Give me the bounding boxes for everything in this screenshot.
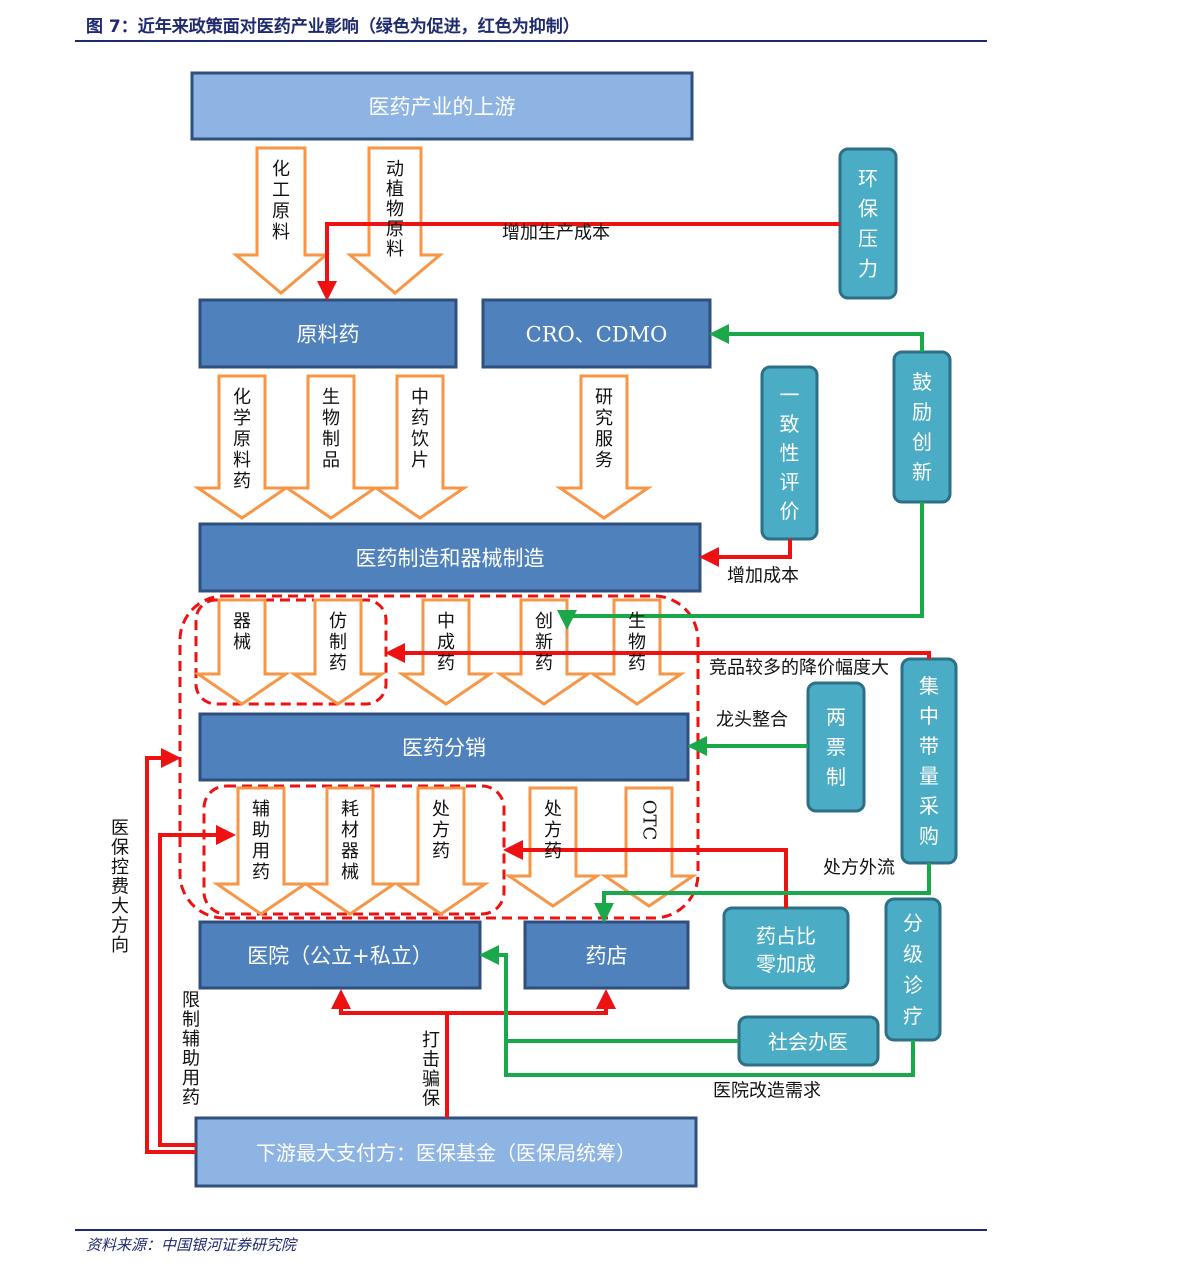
zero-markup-line1: 药占比 xyxy=(756,924,816,948)
cro-box-label: CRO、CDMO xyxy=(526,323,668,347)
label-hosp-demand: 医院改造需求 xyxy=(713,1081,821,1102)
label-fraud: 打击骗保 xyxy=(422,1030,440,1110)
arrow-chem-raw-label: 化工原料 xyxy=(272,159,290,243)
arrow-aux xyxy=(212,786,310,916)
manufacturing-box xyxy=(198,522,702,593)
arrow-device-label: 器械 xyxy=(233,611,251,653)
label-limit-aux: 限制辅助用药 xyxy=(182,990,200,1109)
cro-box xyxy=(481,298,712,369)
pharmacy-box-label: 药店 xyxy=(586,944,628,968)
policy-env-box-label: 环保压力 xyxy=(858,167,878,281)
policy-two-invoice-box-label: 两票制 xyxy=(826,705,846,789)
arrow-research-label: 研究服务 xyxy=(595,387,613,471)
api-box-label: 原料药 xyxy=(297,323,360,347)
rx-outflow-line xyxy=(594,863,931,923)
fraud-line-pharmacy xyxy=(447,989,616,1015)
env-cost-line xyxy=(317,222,840,301)
arrow-plant-raw-label: 动植物原料 xyxy=(386,159,404,260)
arrow-tcm xyxy=(371,374,469,520)
control-line xyxy=(145,748,196,1154)
policy-innovation-box-label: 鼓励创新 xyxy=(912,370,932,484)
upstream-box xyxy=(190,71,694,141)
header-rule xyxy=(75,40,987,42)
hospital-drugs-dashed-group xyxy=(202,784,506,916)
policy-zero-markup-box xyxy=(722,906,850,990)
policy-tiered-box-label: 分级诊疗 xyxy=(903,911,923,1028)
innovation-cro-line xyxy=(709,324,924,352)
arrow-chem-api xyxy=(193,374,291,520)
arrow-cpm-label: 中成药 xyxy=(437,611,455,674)
arrow-innov-label: 创新药 xyxy=(535,611,553,674)
arrow-generic xyxy=(289,598,387,706)
arrow-rx2-label: 处方药 xyxy=(544,799,562,862)
limit-aux-line xyxy=(158,825,236,1147)
arrow-consumables-label: 耗材器械 xyxy=(341,799,359,883)
zero-markup-line xyxy=(503,840,788,908)
arrow-tcm-label: 中药饮片 xyxy=(411,387,429,471)
arrow-biodrug-label: 生物药 xyxy=(628,611,646,674)
api-box xyxy=(198,298,458,369)
label-leader: 龙头整合 xyxy=(716,710,788,731)
arrow-rx2 xyxy=(504,786,602,908)
vbp-price-line xyxy=(385,643,931,663)
arrow-consumables xyxy=(301,786,399,916)
label-cost-up: 增加生产成本 xyxy=(502,223,610,244)
fraud-line xyxy=(331,989,449,1118)
zero-markup-line2: 零加成 xyxy=(756,952,816,976)
label-control: 医保控费大方向 xyxy=(111,818,129,956)
innovation-drug-line xyxy=(557,502,924,630)
hospital-box-label: 医院（公立+私立） xyxy=(247,944,433,968)
payer-box-label: 下游最大支付方：医保基金（医保局统筹） xyxy=(256,1141,636,1165)
source-note: 资料来源：中国银河证券研究院 xyxy=(86,1236,297,1254)
policy-consistency-box-label: 一致性评价 xyxy=(780,383,800,523)
arrow-rx xyxy=(392,786,490,916)
arrow-device xyxy=(193,598,291,706)
tiered-line xyxy=(479,945,915,1077)
industry-dashed-outline xyxy=(178,594,700,920)
arrow-bio xyxy=(282,374,380,520)
arrow-generic-label: 仿制药 xyxy=(329,611,347,674)
policy-vbp-box-label: 集中带量采购 xyxy=(919,674,939,848)
arrow-rx-label: 处方药 xyxy=(432,799,450,862)
manufacturing-box-label: 医药制造和器械制造 xyxy=(356,547,545,571)
label-cost-add: 增加成本 xyxy=(727,566,799,587)
consistency-cost-line xyxy=(699,539,792,567)
arrow-bio-label: 生物制品 xyxy=(322,387,340,471)
upstream-box-label: 医药产业的上游 xyxy=(369,95,516,119)
arrow-plant-raw xyxy=(345,146,445,295)
arrow-otc-label: OTC xyxy=(639,800,660,841)
payer-box xyxy=(194,1116,698,1188)
label-rx-outflow: 处方外流 xyxy=(823,858,895,879)
label-price-cut: 竞品较多的降价幅度大 xyxy=(709,658,889,679)
distribution-box-label: 医药分销 xyxy=(402,736,486,760)
figure-title: 图 7：近年来政策面对医药产业影响（绿色为促进，红色为抑制） xyxy=(86,17,580,37)
policy-social-label: 社会办医 xyxy=(768,1030,848,1054)
footer-rule xyxy=(75,1229,987,1231)
arrow-chem-raw xyxy=(231,146,331,295)
arrow-research xyxy=(555,374,653,520)
arrow-aux-label: 辅助用药 xyxy=(252,799,270,883)
arrow-chem-api-label: 化学原料药 xyxy=(233,387,251,492)
